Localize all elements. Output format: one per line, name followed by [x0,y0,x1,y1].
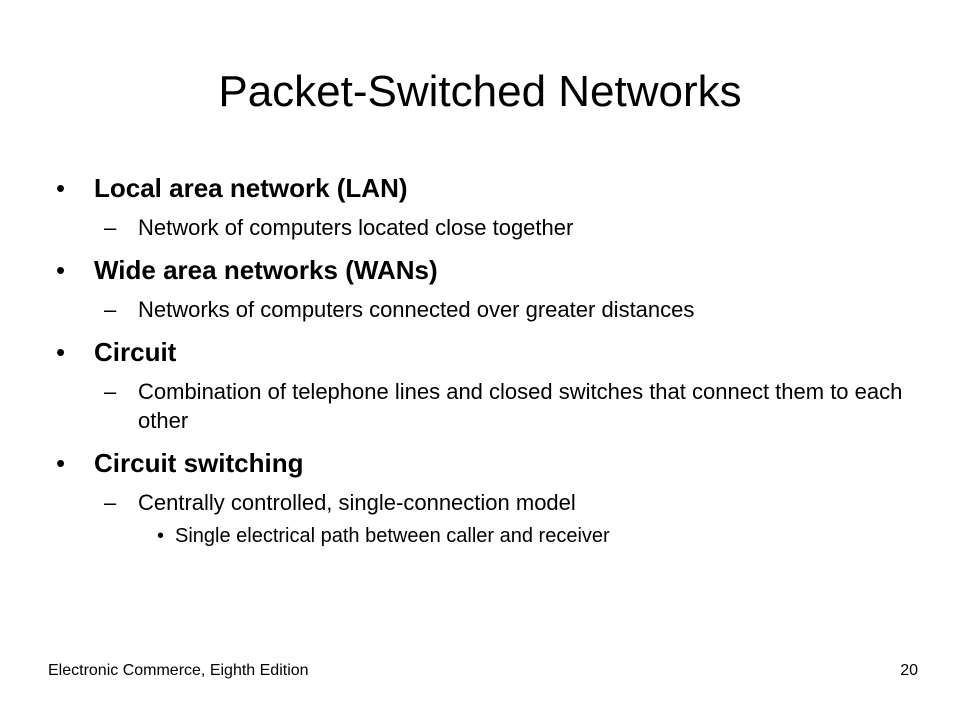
sub-item: – Networks of computers connected over g… [56,295,916,324]
dash-icon: – [104,215,117,240]
bullet-item-lan: • Local area network (LAN) [56,170,916,206]
sub-sub-item: • Single electrical path between caller … [56,523,916,550]
sub-item-text: Networks of computers connected over gre… [138,297,695,322]
dash-icon: – [104,490,117,515]
bullet-icon: • [56,173,66,203]
sub-item-text: Combination of telephone lines and close… [138,379,903,433]
bullet-icon: • [56,255,66,285]
slide-content: • Local area network (LAN) – Network of … [56,170,916,550]
sub-item-text: Network of computers located close toget… [138,215,574,240]
footer-book-title: Electronic Commerce, Eighth Edition [48,662,309,679]
dash-icon: – [104,379,117,404]
bullet-item-circuit-switching: • Circuit switching [56,445,916,481]
sub-sub-item-text: Single electrical path between caller an… [175,525,610,547]
bullet-item-wan: • Wide area networks (WANs) [56,252,916,288]
sub-item: – Combination of telephone lines and clo… [56,377,916,435]
bullet-heading: Circuit switching [94,448,304,478]
sub-item: – Centrally controlled, single-connectio… [56,488,916,517]
bullet-icon: • [56,448,66,478]
footer-page-number: 20 [900,662,918,679]
slide-title: Packet-Switched Networks [218,67,742,116]
sub-item-text: Centrally controlled, single-connection … [138,490,576,515]
dash-icon: – [104,297,117,322]
bullet-heading: Local area network (LAN) [94,173,408,203]
bullet-icon: • [157,525,165,547]
bullet-heading: Wide area networks (WANs) [94,255,438,285]
bullet-icon: • [56,337,66,367]
bullet-item-circuit: • Circuit [56,334,916,370]
bullet-heading: Circuit [94,337,177,367]
sub-item: – Network of computers located close tog… [56,213,916,242]
